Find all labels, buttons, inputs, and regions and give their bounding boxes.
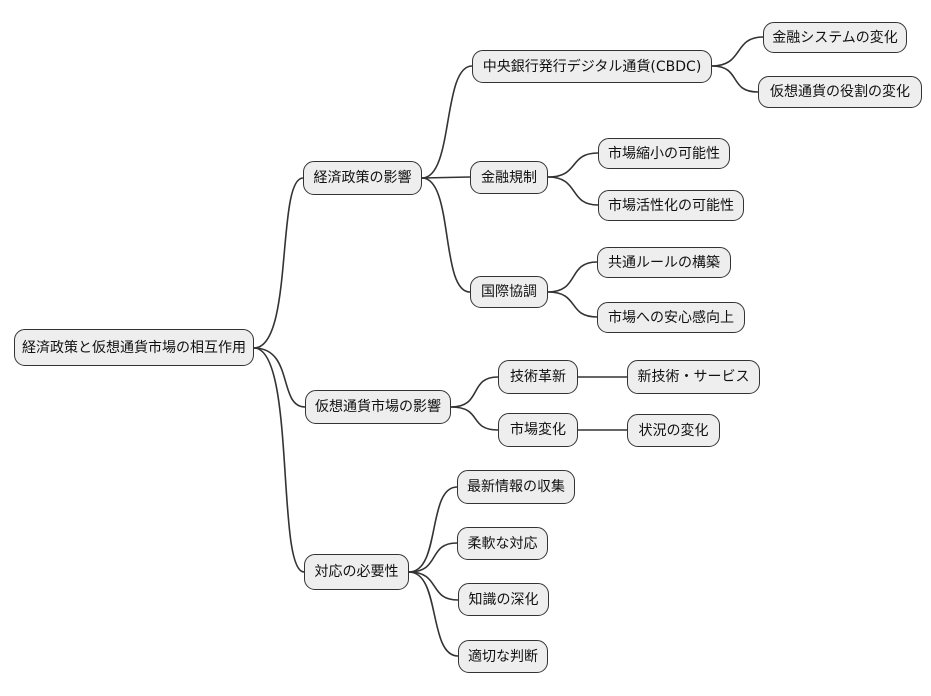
node-yakuwari: 仮想通貨の役割の変化 bbox=[758, 76, 922, 108]
node-rule: 共通ルールの構築 bbox=[597, 247, 731, 278]
node-keizai: 経済政策の影響 bbox=[303, 161, 422, 195]
node-kassei: 市場活性化の可能性 bbox=[598, 190, 744, 221]
edge-kokusai-anshin bbox=[547, 291, 598, 318]
edge-kaso-shijohenka bbox=[450, 406, 499, 431]
node-junan: 柔軟な対応 bbox=[457, 527, 548, 560]
node-root: 経済政策と仮想通貨市場の相互作用 bbox=[14, 329, 254, 366]
node-jokyo: 状況の変化 bbox=[627, 414, 720, 447]
edge-cbdc-yakuwari bbox=[711, 65, 759, 93]
edge-kokusai-rule bbox=[547, 261, 598, 293]
edge-root-kaso bbox=[253, 347, 306, 408]
node-shingi: 新技術・サービス bbox=[627, 360, 760, 394]
edge-keizai-cbdc bbox=[421, 65, 473, 179]
node-kokusai: 国際協調 bbox=[470, 276, 548, 308]
node-chishiki: 知識の深化 bbox=[458, 583, 549, 616]
node-gijutsu: 技術革新 bbox=[498, 360, 578, 394]
edge-keizai-kisei bbox=[421, 176, 471, 179]
node-kisei: 金融規制 bbox=[470, 161, 548, 194]
edge-taio-tekisetsu bbox=[408, 571, 459, 657]
edge-taio-junan bbox=[408, 542, 458, 573]
node-anshin: 市場への安心感向上 bbox=[597, 302, 745, 333]
edge-root-taio bbox=[253, 347, 305, 573]
edge-kaso-gijutsu bbox=[450, 376, 499, 408]
node-taio: 対応の必要性 bbox=[304, 554, 409, 590]
node-shijohenka: 市場変化 bbox=[498, 413, 578, 447]
node-kinyusys: 金融システムの変化 bbox=[763, 22, 907, 53]
node-saishin: 最新情報の収集 bbox=[457, 470, 575, 504]
edge-kisei-shukusho bbox=[547, 152, 599, 178]
edge-cbdc-kinyusys bbox=[711, 36, 764, 67]
node-shukusho: 市場縮小の可能性 bbox=[598, 138, 730, 169]
edge-kisei-kassei bbox=[547, 176, 599, 206]
edge-root-keizai bbox=[253, 177, 304, 349]
edge-keizai-kokusai bbox=[421, 177, 471, 293]
node-tekisetsu: 適切な判断 bbox=[458, 640, 548, 673]
node-cbdc: 中央銀行発行デジタル通貨(CBDC) bbox=[472, 50, 712, 83]
edge-taio-chishiki bbox=[408, 571, 459, 601]
edge-taio-saishin bbox=[408, 486, 458, 573]
node-kaso: 仮想通貨市場の影響 bbox=[305, 390, 451, 424]
